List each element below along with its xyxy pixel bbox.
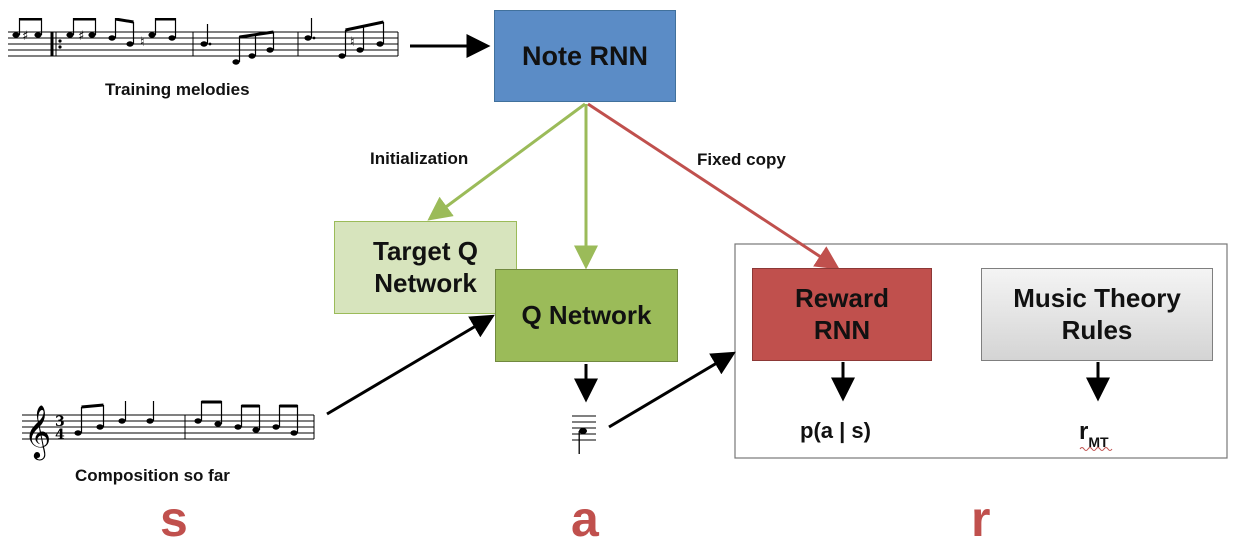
svg-text:♯: ♯ <box>78 29 84 44</box>
training-melodies-caption: Training melodies <box>105 80 250 99</box>
svg-text:♮: ♮ <box>350 35 355 50</box>
action-symbol: a <box>571 491 599 547</box>
treble-clef-icon: 𝄞 <box>24 404 51 460</box>
reward-rnn-box: Reward RNN <box>752 268 932 361</box>
spellcheck-underline <box>1079 447 1113 451</box>
music-theory-output-label: rMT <box>1079 418 1109 450</box>
action-to-reward-arrow <box>608 351 736 429</box>
composition-so-far-caption: Composition so far <box>75 466 230 485</box>
fixed-copy-label: Fixed copy <box>697 150 786 169</box>
target-q-network-box: Target Q Network <box>334 221 517 314</box>
reward-group-frame <box>734 243 1228 459</box>
mt-subscript: MT <box>1088 434 1109 450</box>
reward-rnn-output-label: p(a | s) <box>800 418 871 443</box>
state-symbol: s <box>160 491 188 547</box>
fixed-copy-arrow <box>587 102 840 270</box>
svg-text:♮: ♮ <box>140 35 145 50</box>
composition-staff: 𝄞 3 4 <box>22 400 315 460</box>
r-symbol: r <box>1079 418 1089 445</box>
svg-text:♯: ♯ <box>22 29 28 44</box>
composition-to-q-network-arrow <box>326 314 495 416</box>
reward-symbol: r <box>971 491 991 547</box>
training-melodies-staff: ♯ ♯ ♮ ♮ <box>8 18 399 65</box>
time-signature-bottom: 4 <box>55 427 65 443</box>
time-signature-top: 3 <box>55 414 65 430</box>
initialization-arrow <box>427 102 586 221</box>
note-rnn-box: Note RNN <box>494 10 676 102</box>
music-theory-rules-box: Music Theory Rules <box>981 268 1213 361</box>
initialization-label: Initialization <box>370 149 469 168</box>
q-network-box: Q Network <box>495 269 678 362</box>
action-note-glyph <box>572 415 596 454</box>
